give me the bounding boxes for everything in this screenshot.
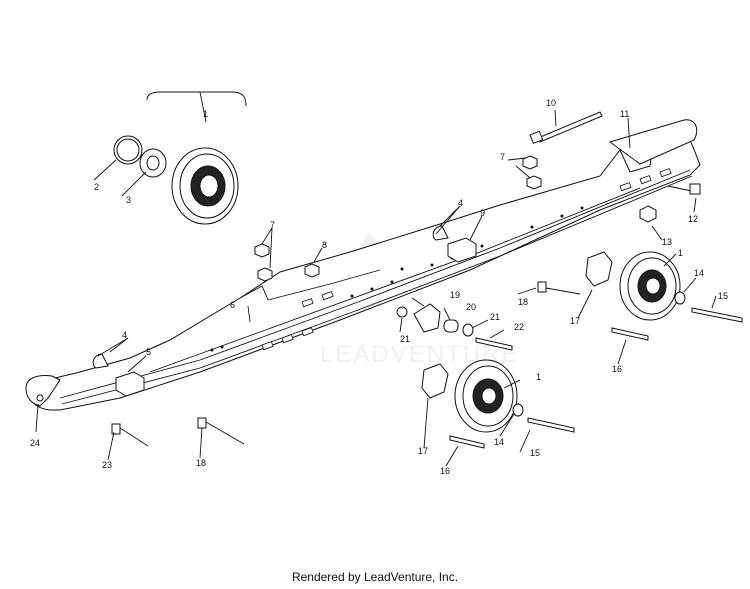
callout-13: 13 [662,237,672,247]
rail-end-part [608,119,698,165]
idler-wheel-part [171,147,239,225]
callout-22: 22 [514,322,524,332]
idler-wheel-part [585,251,743,341]
nut-part [639,205,657,223]
washer-part [139,148,167,178]
callout-23: 23 [102,460,112,470]
callout-15: 15 [530,448,540,458]
callout-8: 8 [322,240,327,250]
callout-18: 18 [196,458,206,468]
callout-1: 1 [536,372,541,382]
callout-21: 21 [400,334,410,344]
callout-20: 20 [466,302,476,312]
callout-2: 2 [94,182,99,192]
callout-1: 1 [678,248,683,258]
callout-18: 18 [518,297,528,307]
callout-14: 14 [694,268,704,278]
footer-credit: Rendered by LeadVenture, Inc. [291,570,459,584]
callout-24: 24 [30,438,40,448]
callout-labels: 1 2 3 10 11 7 12 13 1 14 15 17 16 4 9 7 … [30,98,728,476]
callout-9: 9 [480,208,485,218]
callout-1: 1 [203,109,208,119]
bolt-part [529,111,603,144]
callout-6: 6 [230,300,235,310]
callout-17: 17 [418,446,428,456]
callout-16: 16 [440,466,450,476]
callout-7: 7 [270,220,275,230]
callout-12: 12 [688,214,698,224]
callout-14: 14 [494,437,504,447]
callout-15: 15 [718,291,728,301]
bolt-part [111,281,581,447]
callout-7: 7 [500,152,505,162]
callout-17: 17 [570,316,580,326]
callout-21: 21 [490,312,500,322]
callout-10: 10 [546,98,556,108]
idler-wheel-part [421,359,575,449]
callout-19: 19 [450,290,460,300]
clip-part [92,225,449,369]
rail-tip-part [25,375,61,407]
group-bracket [146,91,247,107]
callout-3: 3 [126,195,131,205]
nut-part [254,155,542,282]
leader-lines [35,109,717,467]
callout-4: 4 [458,198,463,208]
pivot-arm-part [396,303,513,351]
bolt-part [667,183,701,195]
callout-4: 4 [122,330,127,340]
callout-11: 11 [620,109,629,119]
callout-16: 16 [612,364,622,374]
circlip-part [113,135,143,165]
callout-5: 5 [146,347,151,357]
